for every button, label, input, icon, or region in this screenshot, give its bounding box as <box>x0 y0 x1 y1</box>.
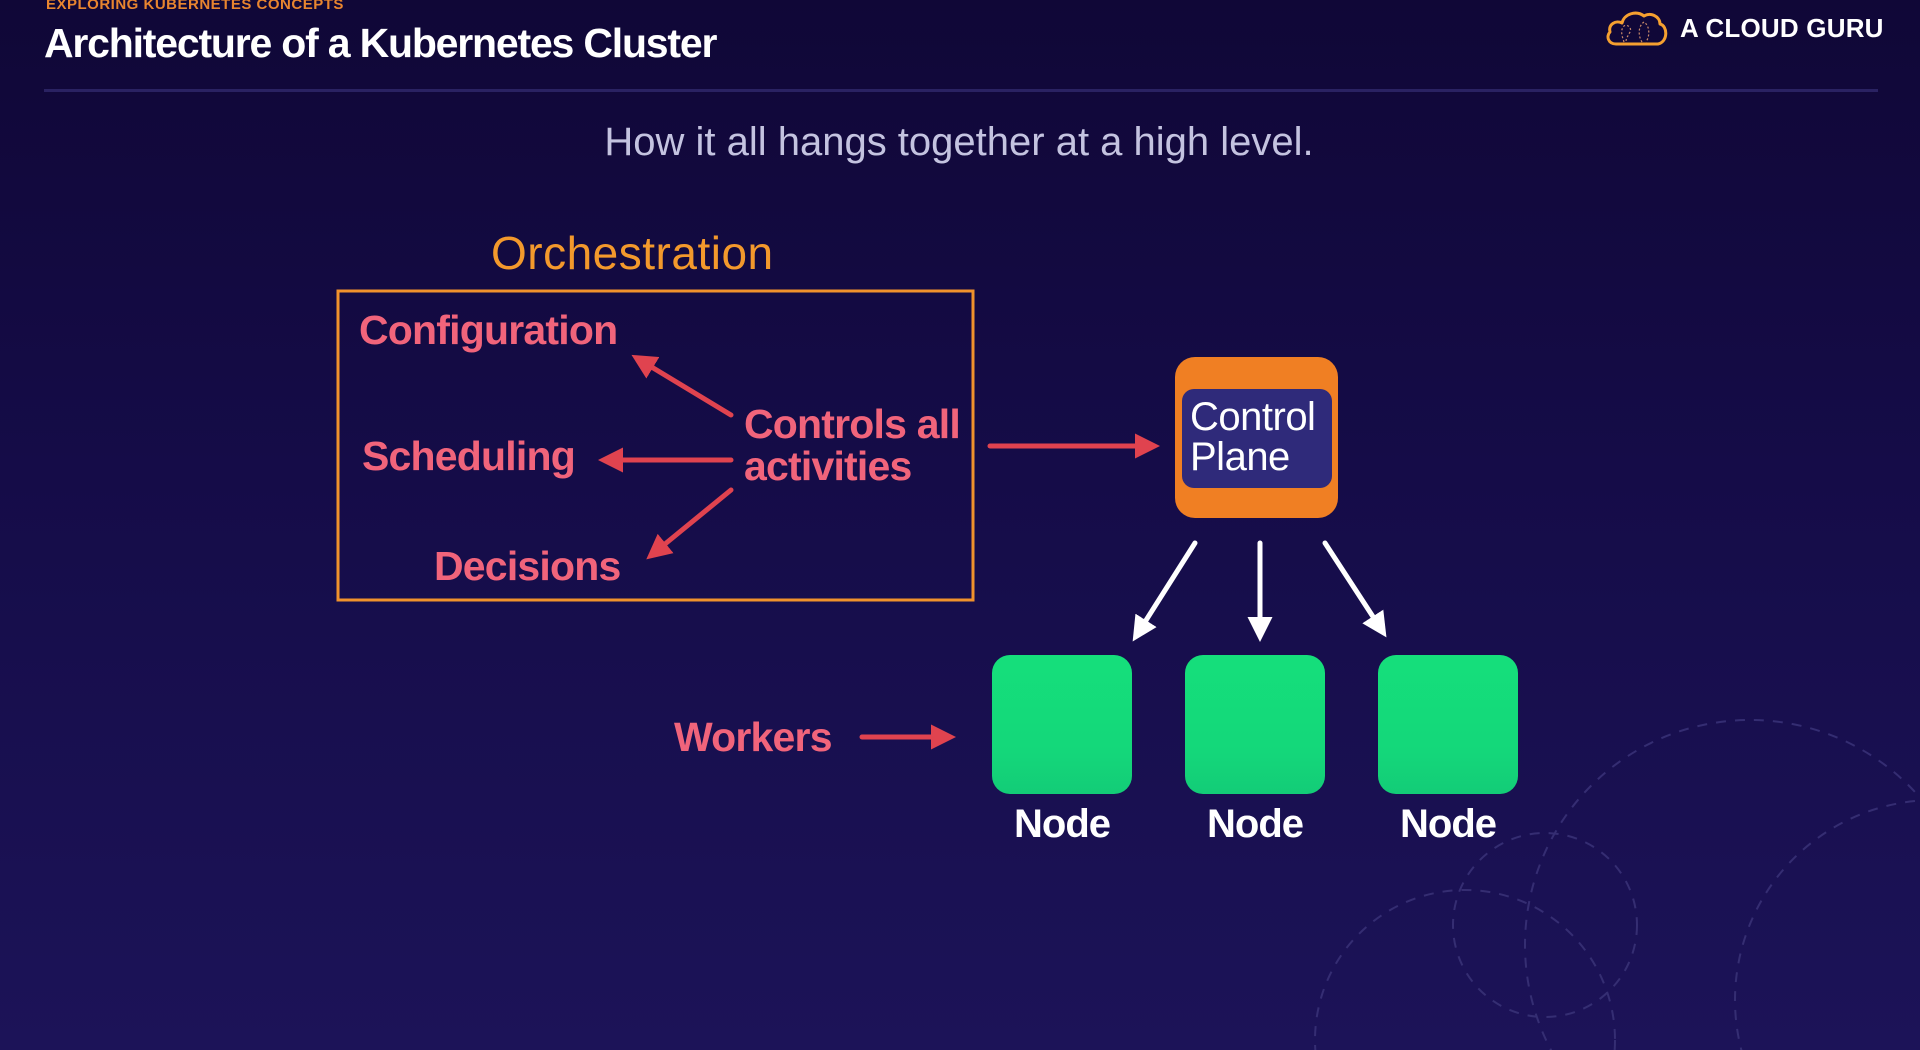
label-configuration: Configuration <box>359 307 618 353</box>
arrow-to-decisions <box>646 487 734 560</box>
decor-circle <box>1314 889 1616 1050</box>
section-eyebrow: EXPLORING KUBERNETES CONCEPTS <box>46 0 344 13</box>
node-label-3: Node <box>1400 802 1497 846</box>
label-controls-all-activities: Controls all activities <box>744 401 961 489</box>
arrow-to-node-1 <box>1132 540 1198 642</box>
cloud-logo-icon <box>1606 11 1668 46</box>
label-decisions: Decisions <box>434 543 621 589</box>
worker-node-2 <box>1185 655 1325 794</box>
slide-subtitle: How it all hangs together at a high leve… <box>604 120 1314 164</box>
controls-line-1: Controls all <box>744 401 961 447</box>
decor-circle <box>1734 799 1920 1050</box>
orchestration-heading: Orchestration <box>491 227 774 279</box>
label-scheduling: Scheduling <box>362 433 576 479</box>
arrow-to-node-3 <box>1322 540 1387 638</box>
control-plane-line-2: Plane <box>1190 435 1290 479</box>
page-title: Architecture of a Kubernetes Cluster <box>44 20 717 66</box>
controls-line-2: activities <box>744 443 912 489</box>
brand-name: A CLOUD GURU <box>1680 13 1884 43</box>
label-workers: Workers <box>674 714 833 760</box>
control-plane-label: Control Plane <box>1182 389 1332 488</box>
arrow-to-configuration <box>631 354 734 418</box>
worker-node-1 <box>992 655 1132 794</box>
worker-node-3 <box>1378 655 1518 794</box>
orchestration-box <box>336 289 975 602</box>
node-label-2: Node <box>1207 802 1304 846</box>
control-plane-line-1: Control <box>1190 395 1316 439</box>
node-label-1: Node <box>1014 802 1111 846</box>
control-plane-box: Control Plane <box>1175 357 1338 518</box>
header-divider <box>44 89 1878 92</box>
decor-circle <box>1524 719 1920 1050</box>
decor-circle <box>1452 832 1638 1018</box>
